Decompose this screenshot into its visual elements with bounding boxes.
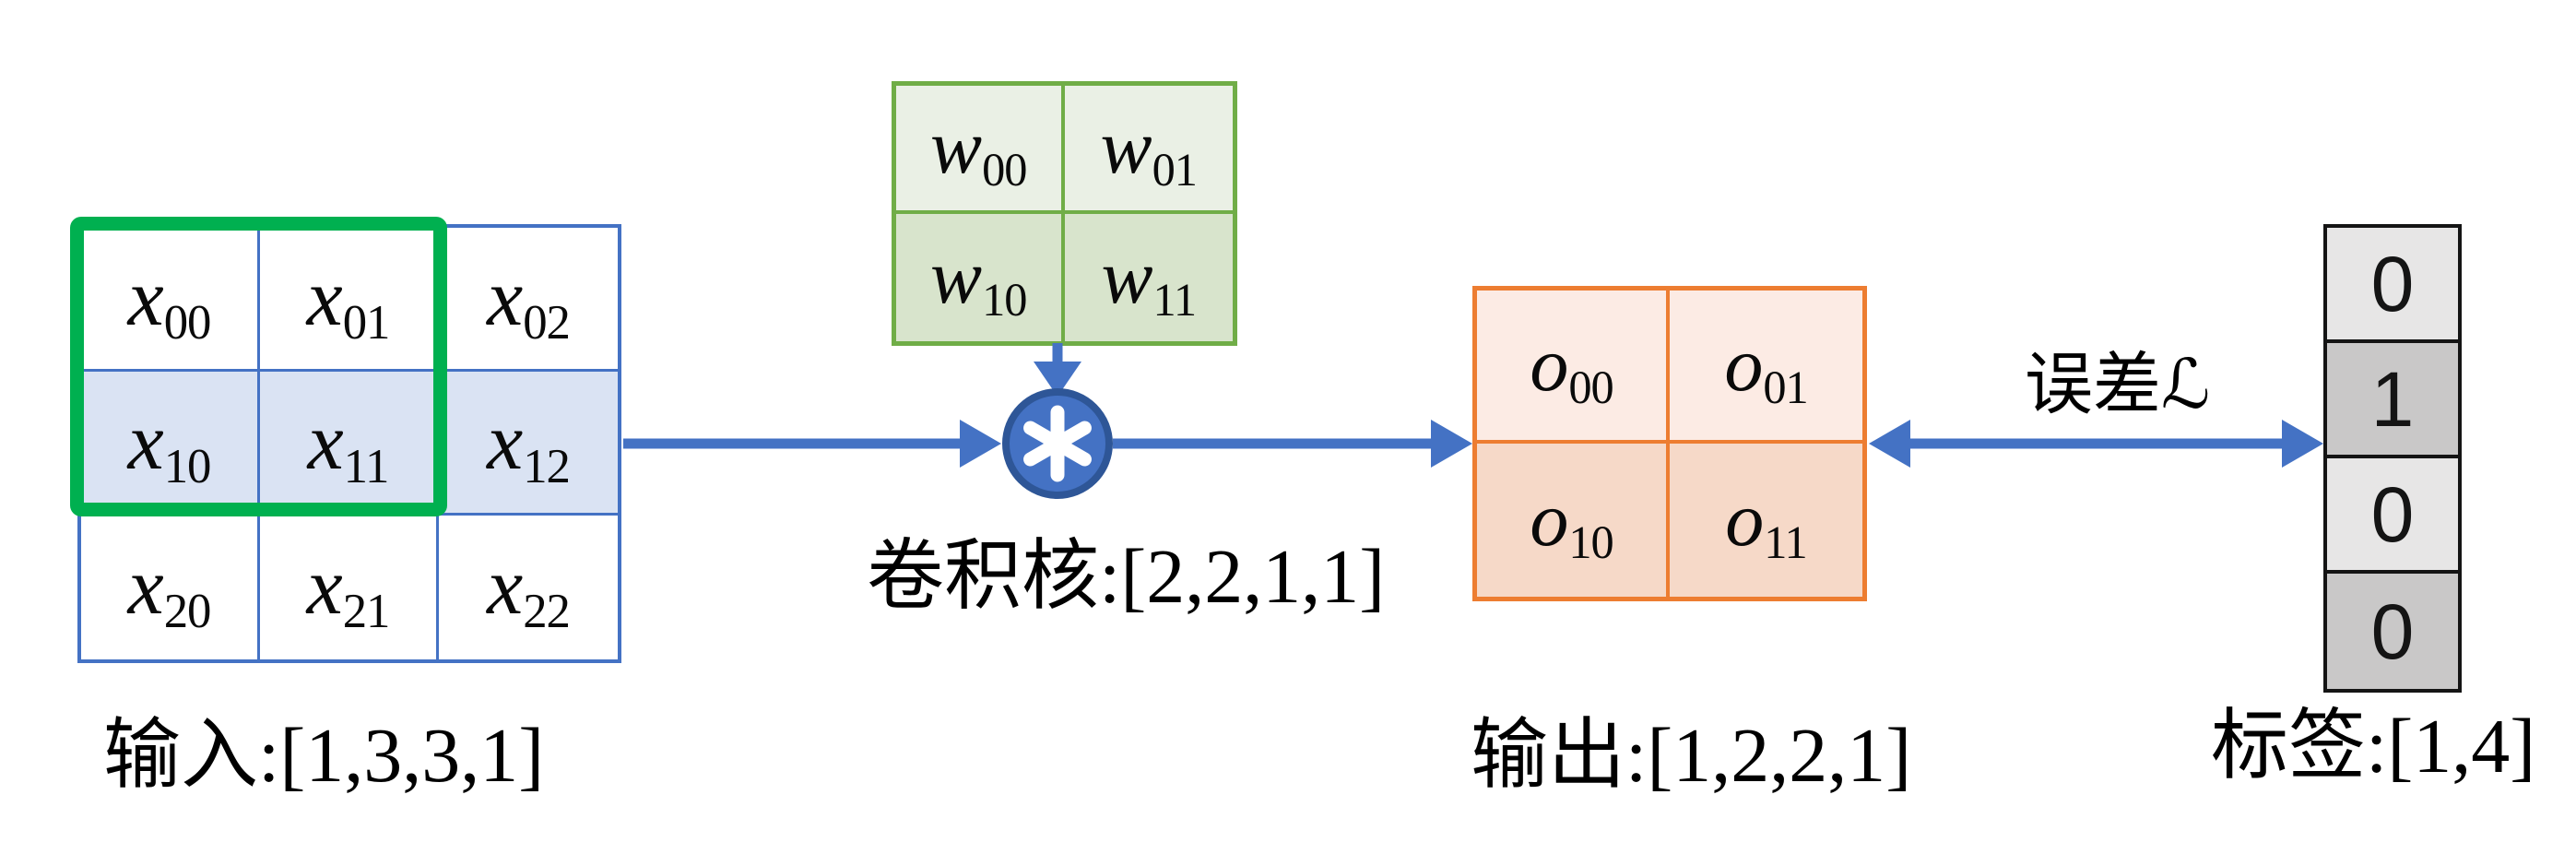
cell-label: x21 xyxy=(306,542,391,638)
cell-label: x11 xyxy=(307,397,390,493)
cell-label: x10 xyxy=(127,397,212,493)
label-vector: 0 1 0 0 xyxy=(2323,224,2462,693)
input-matrix: x00 x01 x02 x10 x11 x12 x20 x21 x22 xyxy=(77,224,621,663)
label-value: 1 xyxy=(2370,355,2415,443)
label-vector-cell-3: 0 xyxy=(2327,574,2458,689)
cell-label: w10 xyxy=(930,233,1027,326)
input-cell-x02: x02 xyxy=(439,228,618,372)
label-value: 0 xyxy=(2370,240,2415,327)
kernel-cell-w10: w10 xyxy=(896,213,1065,341)
input-cell-x21: x21 xyxy=(260,516,439,659)
asterisk-icon xyxy=(1023,405,1092,482)
cell-label: o10 xyxy=(1530,477,1613,569)
cell-label: x12 xyxy=(487,397,571,493)
kernel-to-operator-arrow xyxy=(1034,343,1081,397)
cell-label: w01 xyxy=(1100,104,1198,196)
input-cell-x01: x01 xyxy=(260,228,439,372)
input-cell-x11: x11 xyxy=(260,372,439,516)
input-cell-x22: x22 xyxy=(439,516,618,659)
output-matrix: o00 o01 o10 o11 xyxy=(1472,286,1867,601)
tag-caption: 标签:[1,4] xyxy=(2211,704,2536,789)
error-caption: 误差ℒ xyxy=(2025,348,2211,423)
input-cell-x00: x00 xyxy=(81,228,260,372)
cell-label: x22 xyxy=(487,542,571,638)
input-to-operator-arrow xyxy=(623,420,1001,468)
kernel-cell-w01: w01 xyxy=(1064,86,1233,214)
cell-label: x20 xyxy=(127,542,212,638)
cell-label: x01 xyxy=(306,253,391,350)
kernel-cell-w11: w11 xyxy=(1064,213,1233,341)
label-value: 0 xyxy=(2370,587,2415,675)
label-vector-cell-0: 0 xyxy=(2327,228,2458,343)
kernel-caption: 卷积核:[2,2,1,1] xyxy=(867,534,1386,620)
cell-label: o11 xyxy=(1725,477,1808,569)
label-value: 0 xyxy=(2370,470,2415,558)
input-cell-x20: x20 xyxy=(81,516,260,659)
kernel-matrix: w00 w01 w10 w11 xyxy=(892,81,1237,346)
input-cell-x12: x12 xyxy=(439,372,618,516)
cell-label: x02 xyxy=(487,253,571,350)
cell-label: x00 xyxy=(127,253,212,350)
label-vector-cell-2: 0 xyxy=(2327,458,2458,574)
output-cell-o00: o00 xyxy=(1477,291,1670,444)
cell-label: o01 xyxy=(1724,322,1808,414)
convolution-operator xyxy=(1002,388,1113,499)
output-cell-o10: o10 xyxy=(1477,444,1670,597)
label-vector-cell-1: 1 xyxy=(2327,343,2458,458)
operator-to-output-arrow xyxy=(1113,420,1472,468)
cell-label: w11 xyxy=(1101,233,1197,326)
output-cell-o01: o01 xyxy=(1670,291,1862,444)
output-caption: 输出:[1,2,2,1] xyxy=(1471,713,1912,799)
output-cell-o11: o11 xyxy=(1670,444,1862,597)
cell-label: o00 xyxy=(1530,322,1613,414)
kernel-cell-w00: w00 xyxy=(896,86,1065,214)
input-cell-x10: x10 xyxy=(81,372,260,516)
input-caption: 输入:[1,3,3,1] xyxy=(103,713,545,799)
output-tag-double-arrow xyxy=(1869,420,2323,468)
cell-label: w00 xyxy=(930,104,1027,196)
